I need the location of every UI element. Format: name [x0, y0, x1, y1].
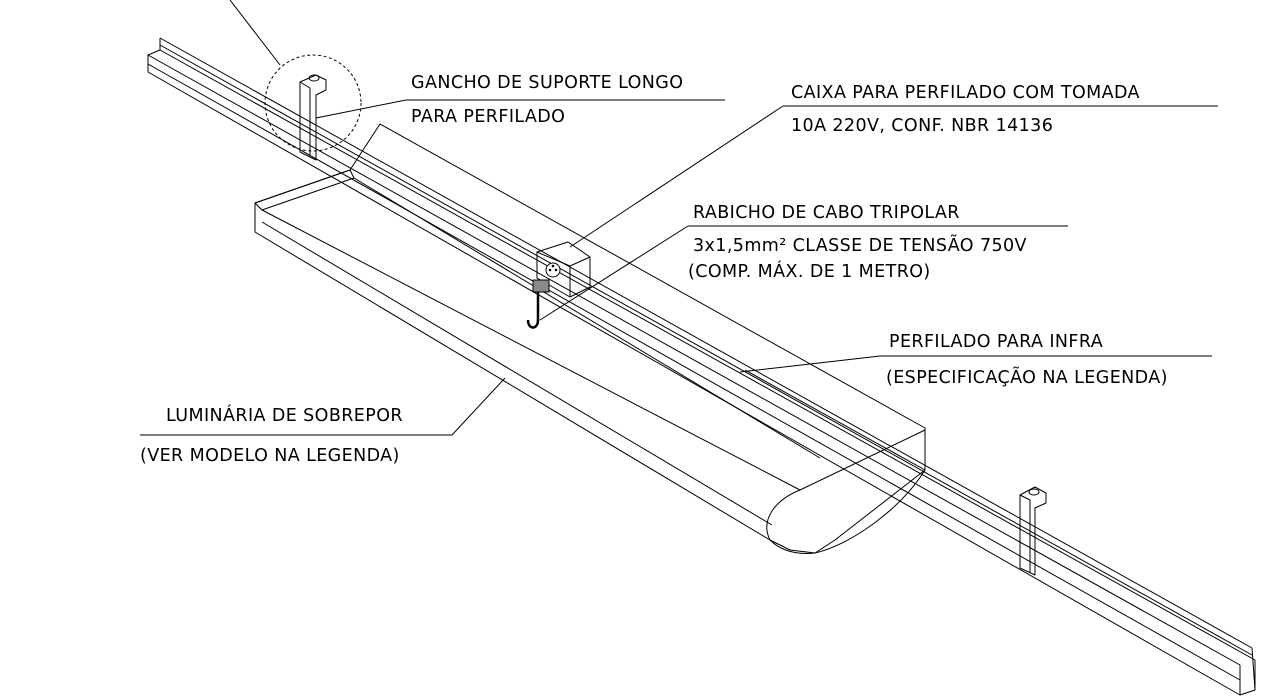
label-cable-line3: (COMP. MÁX. DE 1 METRO) — [688, 260, 931, 282]
rail-end — [1251, 647, 1256, 691]
label-cable-line2: 3x1,5mm² CLASSE DE TENSÃO 750V — [693, 234, 1027, 256]
label-hook-line1: GANCHO DE SUPORTE LONGO — [411, 73, 683, 93]
hook-right — [1019, 486, 1047, 576]
plug-icon — [532, 279, 550, 293]
luminaire-edge-line — [744, 369, 926, 471]
luminaire-top-surface — [254, 123, 926, 554]
label-cable-line1: RABICHO DE CABO TRIPOLAR — [693, 203, 960, 223]
luminaire-edge-line — [261, 221, 773, 526]
label-rail-line1: PERFILADO PARA INFRA — [889, 332, 1103, 352]
cable-icon — [526, 292, 540, 329]
socket-icon — [545, 262, 561, 278]
luminaire-end-left — [254, 169, 355, 211]
rail-edge — [147, 54, 1241, 666]
label-box-line2: 10A 220V, CONF. NBR 14136 — [791, 116, 1053, 136]
hook-right-body — [1019, 486, 1047, 576]
luminaire — [254, 123, 926, 554]
outlet-box-edge — [536, 251, 571, 267]
detail-circle — [264, 54, 362, 152]
luminaire-end-right — [766, 429, 926, 554]
outlet-box-body — [536, 241, 591, 298]
luminaire-edge-line — [261, 209, 801, 491]
label-lum-line2: (VER MODELO NA LEGENDA) — [140, 446, 400, 466]
outlet-box — [526, 241, 591, 329]
detail-leader — [229, 0, 281, 66]
outlet-box-edge — [569, 256, 591, 267]
leaders — [140, 99, 1218, 436]
label-rail-line2: (ESPECIFICAÇÃO NA LEGENDA) — [886, 366, 1168, 388]
label-hook-line2: PARA PERFILADO — [411, 107, 565, 127]
hook-left — [299, 74, 327, 161]
rail-flange-edge — [159, 44, 1253, 656]
rail-edge — [147, 63, 1241, 681]
hook-left-hole — [308, 74, 320, 82]
label-box-line1: CAIXA PARA PERFILADO COM TOMADA — [791, 83, 1140, 103]
hook-right-hole — [1028, 488, 1040, 496]
rail — [147, 37, 1256, 696]
label-lum-line1: LUMINÁRIA DE SOBREPOR — [166, 404, 403, 426]
rail-flange-edge — [159, 37, 1253, 649]
